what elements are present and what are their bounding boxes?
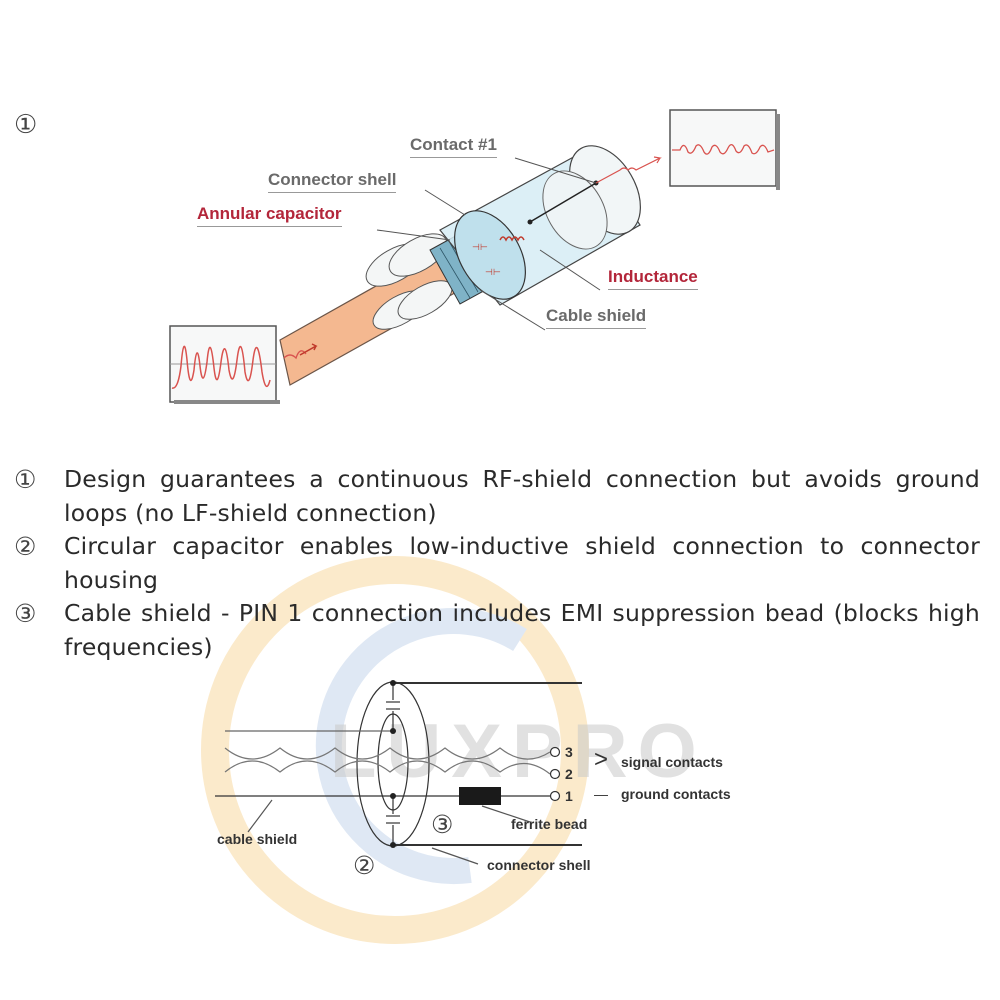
connector-shell-label: connector shell	[487, 857, 591, 873]
pin-3-terminal	[549, 746, 561, 758]
ferrite-bead-label: ferrite bead	[511, 816, 588, 832]
connector-illustration: ⊣⊢ ⊣⊢	[169, 109, 780, 404]
description-list: ① Design guarantees a continuous RF-shie…	[14, 463, 980, 664]
pin-2-terminal	[549, 768, 561, 780]
strain-relief	[365, 233, 453, 330]
svg-text:⊣⊢: ⊣⊢	[472, 243, 488, 253]
pin-1-terminal	[549, 790, 561, 802]
pin-2-label: 2	[565, 766, 573, 782]
label-annular-capacitor: Annular capacitor	[197, 204, 342, 227]
ground-dash: —	[594, 786, 608, 802]
description-number: ③	[14, 599, 37, 628]
label-inductance: Inductance	[608, 267, 698, 290]
marker-2: ②	[353, 852, 376, 880]
connector-shell: ⊣⊢ ⊣⊢	[439, 145, 662, 306]
signal-brace: >	[594, 746, 609, 773]
marker-3: ③	[431, 811, 454, 839]
watermark-inner-ring	[315, 608, 527, 885]
cable-shield-label: cable shield	[217, 831, 298, 847]
leader-lines	[376, 157, 601, 331]
description-item: ② Circular capacitor enables low-inducti…	[14, 530, 980, 597]
description-item: ③ Cable shield - PIN 1 connection includ…	[14, 597, 980, 664]
pin-3-label: 3	[565, 744, 573, 760]
ground-contacts-label: ground contacts	[621, 786, 731, 802]
label-cable-shield: Cable shield	[546, 306, 647, 329]
description-text: Cable shield - PIN 1 connection includes…	[64, 599, 980, 661]
description-number: ②	[14, 532, 37, 561]
ferrite-bead	[459, 787, 501, 805]
twisted-pair-b	[224, 760, 551, 775]
watermark-text: LUXPRO	[330, 709, 707, 794]
label-connector-shell: Connector shell	[268, 170, 397, 193]
input-signal-scope	[169, 325, 280, 404]
output-signal-scope	[669, 109, 780, 190]
outer-capacitor-ring	[356, 681, 430, 847]
inductance-coil	[499, 236, 525, 242]
pin-1-label: 1	[565, 788, 573, 804]
twisted-pair-a	[224, 747, 551, 760]
description-text: Design guarantees a continuous RF-shield…	[64, 465, 980, 527]
signal-contacts-label: signal contacts	[621, 754, 723, 770]
description-item: ① Design guarantees a continuous RF-shie…	[14, 463, 980, 530]
label-contact-1: Contact #1	[410, 135, 497, 158]
watermark-outer-ring	[201, 556, 589, 944]
figure-marker-1: ①	[14, 110, 38, 140]
svg-text:⊣⊢: ⊣⊢	[485, 268, 501, 278]
description-number: ①	[14, 465, 37, 494]
description-text: Circular capacitor enables low-inductive…	[64, 532, 980, 594]
